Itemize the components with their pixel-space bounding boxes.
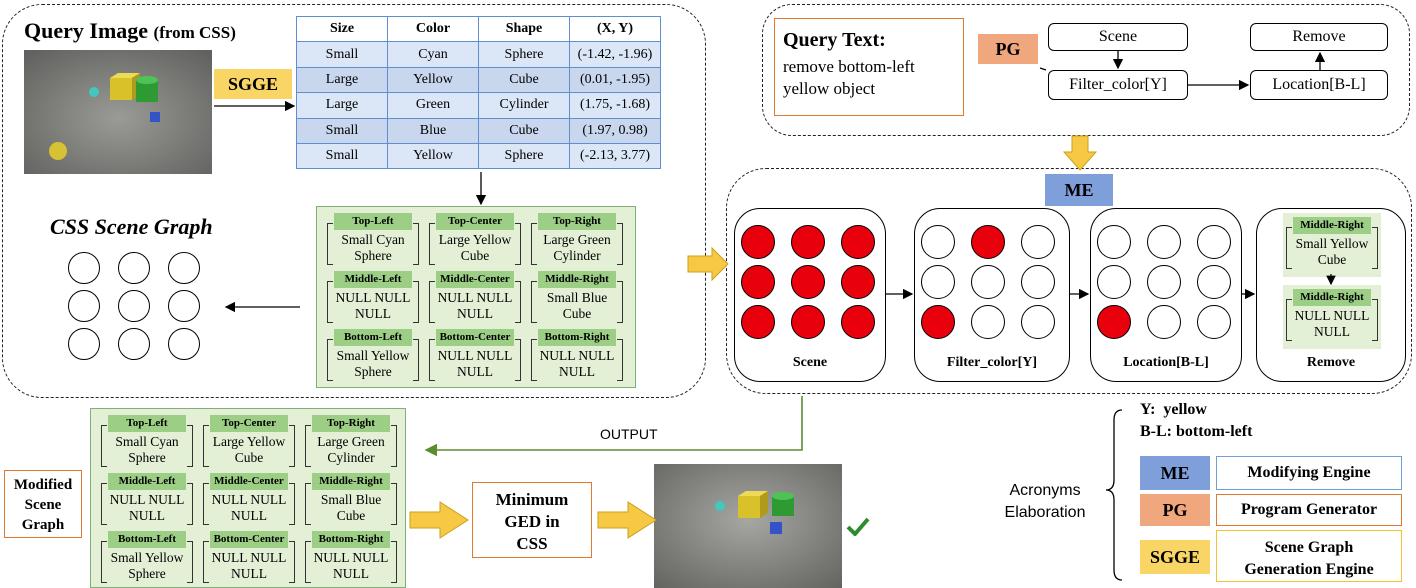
css-scene-graph-title: CSS Scene Graph: [50, 214, 213, 239]
program-node-remove: Remove: [1250, 23, 1388, 51]
location-object-6: [1097, 305, 1131, 339]
me-panel-remove: Remove Middle-Right Small Yellow Cube Mi…: [1256, 208, 1406, 382]
query-image-region: [2, 4, 706, 398]
scene-object-7: [791, 305, 825, 339]
me-panel-location: Location[B-L]: [1090, 208, 1242, 382]
filter-object-3: [921, 265, 955, 299]
legend-sgge-full: Scene Graph Generation Engine: [1216, 530, 1402, 582]
ged-box: Minimum GED in CSS: [472, 482, 592, 558]
location-object-3: [1097, 265, 1131, 299]
pg-tag: PG: [978, 34, 1038, 64]
check-icon: [846, 517, 870, 536]
output-image: [654, 464, 842, 588]
me-tag: ME: [1045, 174, 1113, 206]
query-text-body: remove bottom-left yellow object: [783, 57, 915, 98]
acronyms-label: Acronyms Elaboration: [1004, 482, 1086, 521]
filter-object-2: [1021, 225, 1055, 259]
output-label: OUTPUT: [600, 426, 658, 442]
legend-me-abbr: ME: [1140, 456, 1210, 490]
query-text-title: Query Text: [783, 29, 880, 51]
remove-top-cell: Middle-Right Small Yellow Cube: [1283, 213, 1381, 277]
program-node-scene: Scene: [1048, 23, 1188, 51]
legend-bl: B-L: bottom-left: [1140, 423, 1253, 440]
location-object-8: [1197, 305, 1231, 339]
filter-object-8: [1021, 305, 1055, 339]
scene-object-3: [741, 265, 775, 299]
scene-object-2: [841, 225, 875, 259]
legend-y: Y: yellow: [1140, 401, 1207, 418]
me-panel-filter: Filter_color[Y]: [914, 208, 1070, 382]
filter-object-0: [921, 225, 955, 259]
legend-me-full: Modifying Engine: [1216, 456, 1402, 490]
program-node-filter: Filter_color[Y]: [1048, 70, 1188, 100]
legend-pg-full: Program Generator: [1216, 494, 1402, 526]
col-shape: Shape: [478, 15, 570, 43]
circle-grid: [68, 252, 208, 362]
query-image-title: Query Image (from CSS): [24, 18, 236, 43]
col-size: Size: [296, 15, 388, 43]
filter-object-6: [921, 305, 955, 339]
scene-object-5: [841, 265, 875, 299]
modified-scene-graph-label: Modified Scene Graph: [4, 470, 82, 538]
me-panel-scene: Scene: [734, 208, 886, 382]
filter-object-7: [971, 305, 1005, 339]
scene-object-6: [741, 305, 775, 339]
col-xy: (X, Y): [569, 15, 661, 43]
filter-object-5: [1021, 265, 1055, 299]
scene-object-1: [791, 225, 825, 259]
sgge-tag: SGGE: [214, 69, 292, 99]
location-object-7: [1147, 305, 1181, 339]
location-object-2: [1197, 225, 1231, 259]
query-text-box: Query Text: remove bottom-left yellow ob…: [774, 18, 964, 116]
location-object-0: [1097, 225, 1131, 259]
legend-sgge-abbr: SGGE: [1140, 540, 1210, 574]
location-object-1: [1147, 225, 1181, 259]
location-object-4: [1147, 265, 1181, 299]
program-node-location: Location[B-L]: [1250, 70, 1388, 100]
legend-pg-abbr: PG: [1140, 494, 1210, 526]
query-image: [24, 50, 212, 174]
scene-object-8: [841, 305, 875, 339]
remove-bottom-cell: Middle-Right NULL NULL NULL: [1283, 285, 1381, 349]
filter-object-1: [971, 225, 1005, 259]
filter-object-4: [971, 265, 1005, 299]
col-color: Color: [387, 15, 479, 43]
scene-object-4: [791, 265, 825, 299]
location-object-5: [1197, 265, 1231, 299]
scene-object-0: [741, 225, 775, 259]
